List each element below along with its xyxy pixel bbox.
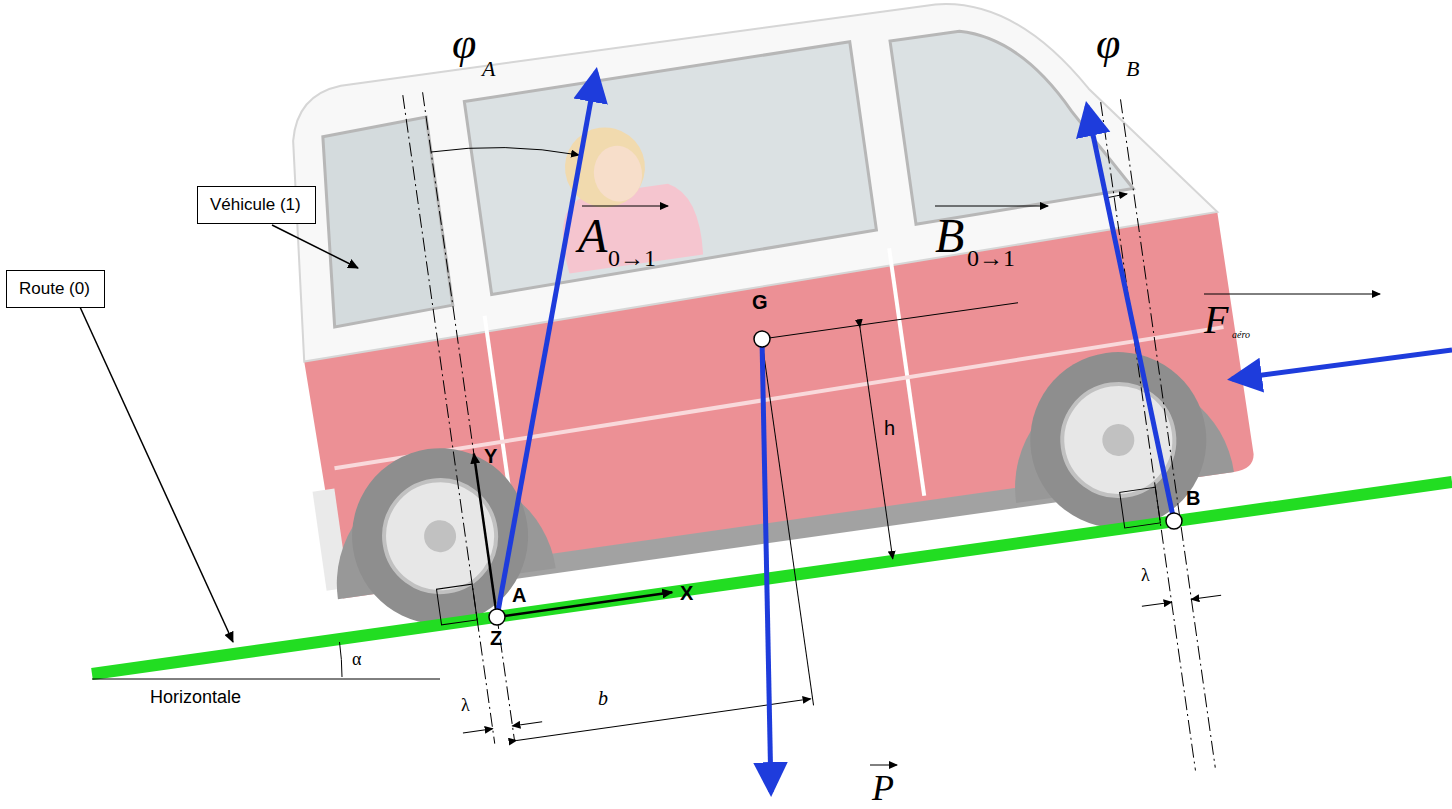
point-b [1166, 513, 1182, 529]
box-text: Véhicule (1) [210, 195, 303, 215]
vector-bar [870, 765, 897, 766]
force-symbol: P [872, 770, 894, 806]
point-a [489, 609, 505, 625]
vector-bar [935, 206, 1048, 207]
subscript: aéro [1232, 330, 1250, 340]
force-arrow-a [497, 72, 596, 617]
construction-lines [367, 0, 1245, 809]
road-line [92, 482, 1452, 674]
label-box: Route (0) [6, 270, 105, 308]
point-name: G [752, 292, 768, 312]
horizontal-label: Horizontale [150, 688, 241, 706]
phi-a-arc [431, 148, 579, 155]
angle-symbol: φ [1096, 22, 1120, 66]
box-text: Route (0) [19, 279, 92, 299]
leader-line [272, 225, 358, 268]
axis-name: Z [490, 628, 502, 648]
point-name: A [512, 585, 526, 605]
force-symbol: B [935, 212, 964, 260]
subscript: A [482, 58, 495, 80]
point-g [754, 331, 770, 347]
subscript: B [1126, 58, 1139, 80]
aero-force-arrow [1232, 350, 1452, 379]
force-symbol: A [578, 212, 607, 260]
horizontal-line [92, 679, 440, 680]
vector-bar [582, 206, 668, 207]
subscript: 0→1 [967, 246, 1015, 270]
dimension-label: λ [1141, 566, 1150, 584]
axis-name: Y [484, 446, 497, 466]
label-box: Véhicule (1) [197, 186, 316, 224]
phi-b-arc [1106, 194, 1127, 198]
angle-label: α [352, 650, 361, 668]
dimension-label: b [598, 688, 608, 708]
car-drawing [257, 0, 1262, 640]
angle-symbol: φ [452, 22, 476, 66]
subscript: 0→1 [608, 246, 656, 270]
weight-arrow [762, 339, 771, 792]
alpha-arc [340, 642, 343, 677]
force-arrow-b [1087, 106, 1174, 521]
dimension-label: h [884, 418, 895, 438]
force-symbol: F [1204, 300, 1228, 340]
point-name: B [1186, 488, 1200, 508]
dimension-label: λ [461, 696, 470, 714]
axis-name: X [680, 583, 693, 603]
vector-bar [1204, 294, 1380, 295]
leader-line [80, 307, 233, 642]
